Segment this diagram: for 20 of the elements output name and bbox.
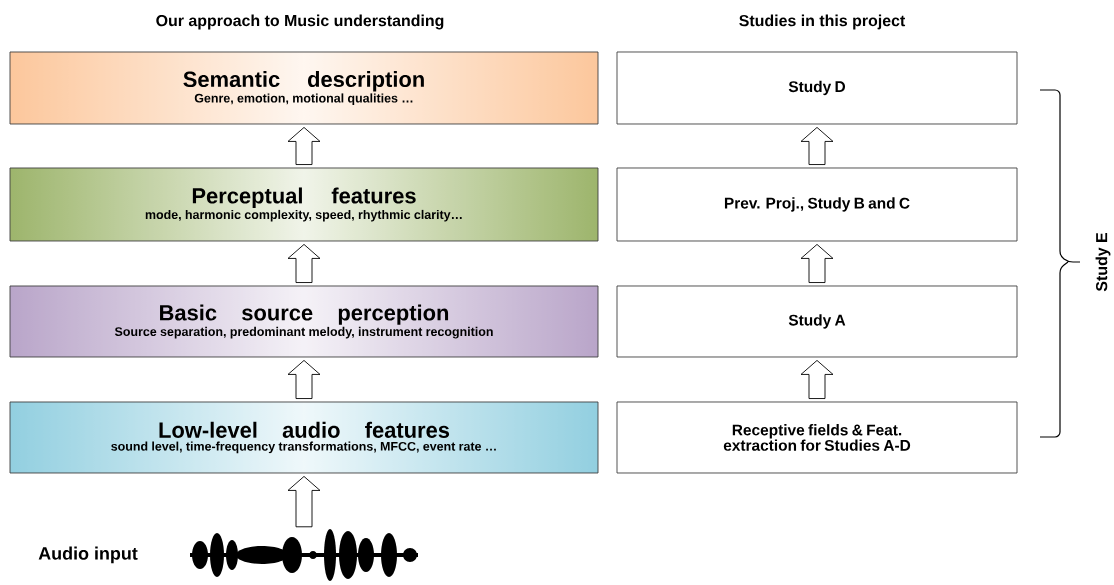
column-heading: Our approach to Music understanding (156, 14, 444, 30)
study-box: Study A (616, 285, 1018, 358)
bracket-label: Study E (1095, 232, 1111, 292)
block-arrow (800, 360, 834, 399)
layer-box: Basic source perception Source separation, predominant melody, instrument recognition (9, 285, 599, 358)
block-arrow (287, 476, 321, 528)
layer-box: Semantic description Genre, emotion, motional qualities … (9, 51, 599, 125)
block-arrow (287, 360, 321, 399)
layer-box: Perceptual features mode, harmonic complexity, speed, rhythmic clarity… (9, 167, 599, 242)
study-box: Receptive fields & Feat. extraction for Studies A-D (616, 401, 1018, 474)
column-heading: Studies in this project (739, 14, 906, 30)
block-arrow (800, 244, 834, 283)
input-label: Audio input (38, 546, 138, 564)
study-box: Prev. Proj., Study B and C (616, 167, 1018, 242)
study-box: Study D (616, 51, 1018, 125)
block-arrow (287, 244, 321, 283)
layer-box: Low-level audio features sound level, time-frequency transformations, MFCC, event rate … (9, 401, 599, 474)
block-arrow (287, 127, 321, 165)
block-arrow (800, 127, 834, 165)
waveform-drawing (190, 529, 418, 581)
